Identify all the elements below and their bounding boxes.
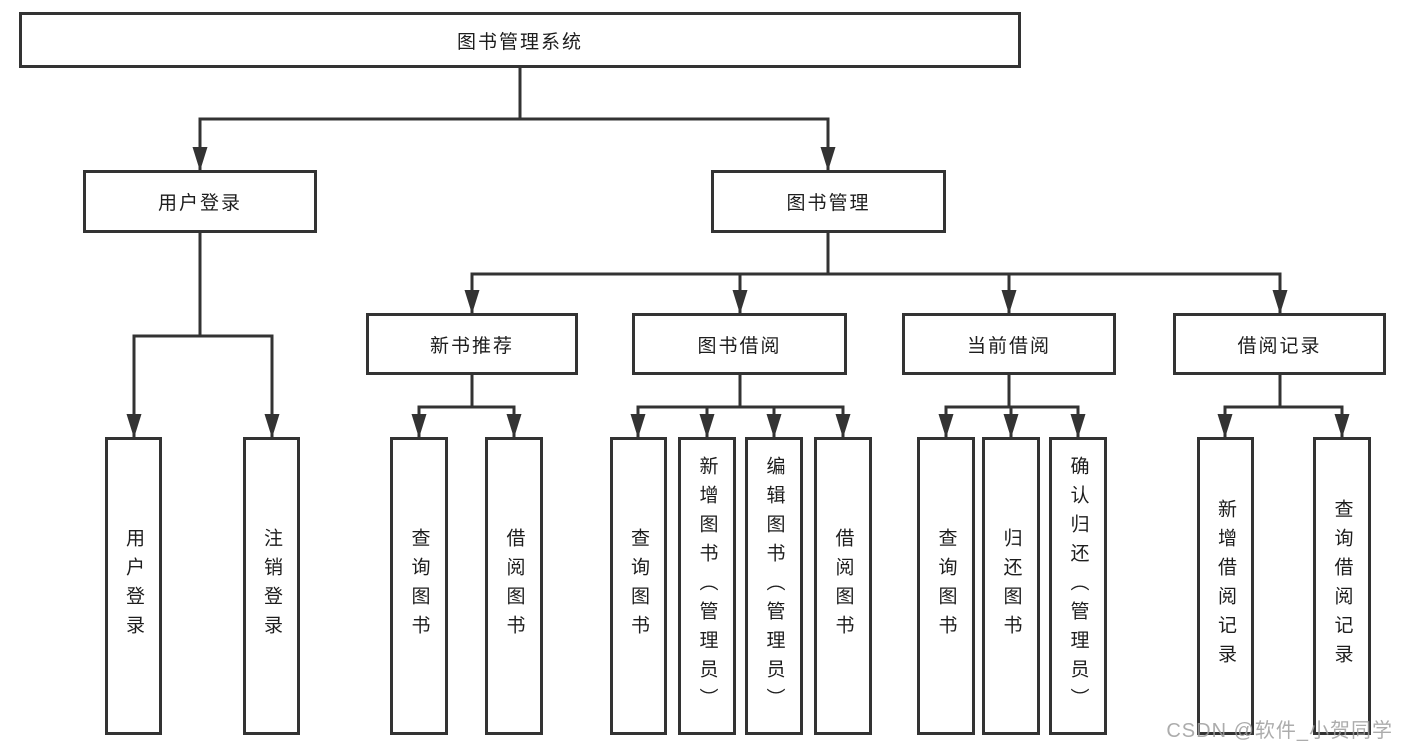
leaf-confirm-return-admin: 确认归还（管理员） [1049,437,1107,735]
leaf-query-book-current-label: 查询图书 [935,528,957,644]
node-current-borrow-label: 当前借阅 [966,335,1051,357]
leaf-return-book-label: 归还图书 [1000,528,1022,644]
leaf-borrow-book-recommend-label: 借阅图书 [503,528,525,644]
node-root-label: 图书管理系统 [456,31,583,53]
leaf-add-borrow-record: 新增借阅记录 [1197,437,1254,735]
leaf-logout: 注销登录 [243,437,300,735]
node-book-borrow: 图书借阅 [632,313,847,375]
node-user-login-label: 用户登录 [157,193,242,214]
node-book-management-label: 图书管理 [786,193,871,214]
leaf-borrow-book-label: 借阅图书 [832,528,854,644]
node-book-borrow-label: 图书借阅 [697,335,782,357]
leaf-query-book-current: 查询图书 [917,437,975,735]
node-current-borrow: 当前借阅 [902,313,1116,375]
leaf-user-login: 用户登录 [105,437,162,735]
node-new-book-recommend: 新书推荐 [366,313,578,375]
leaf-query-book-recommend-label: 查询图书 [408,528,430,644]
leaf-query-borrow-record-label: 查询借阅记录 [1331,499,1353,673]
node-borrow-record: 借阅记录 [1173,313,1386,375]
leaf-add-book-admin: 新增图书（管理员） [678,437,736,735]
leaf-return-book: 归还图书 [982,437,1040,735]
csdn-watermark: CSDN @软件_小贺同学 [1166,720,1393,742]
leaf-query-book-recommend: 查询图书 [390,437,448,735]
leaf-query-book-borrow: 查询图书 [610,437,667,735]
leaf-add-book-admin-label: 新增图书（管理员） [696,455,718,717]
leaf-edit-book-admin: 编辑图书（管理员） [745,437,803,735]
node-new-book-recommend-label: 新书推荐 [429,335,514,357]
leaf-query-borrow-record: 查询借阅记录 [1313,437,1371,735]
node-user-login: 用户登录 [83,170,317,233]
leaf-borrow-book-recommend: 借阅图书 [485,437,543,735]
leaf-add-borrow-record-label: 新增借阅记录 [1215,499,1236,673]
leaf-confirm-return-admin-label: 确认归还（管理员） [1067,455,1089,717]
node-root: 图书管理系统 [19,12,1021,68]
leaf-edit-book-admin-label: 编辑图书（管理员） [763,455,785,717]
leaf-logout-label: 注销登录 [261,528,282,644]
leaf-user-login-label: 用户登录 [123,528,144,644]
leaf-query-book-borrow-label: 查询图书 [628,528,649,644]
node-borrow-record-label: 借阅记录 [1237,335,1322,357]
node-book-management: 图书管理 [711,170,946,233]
leaf-borrow-book: 借阅图书 [814,437,872,735]
